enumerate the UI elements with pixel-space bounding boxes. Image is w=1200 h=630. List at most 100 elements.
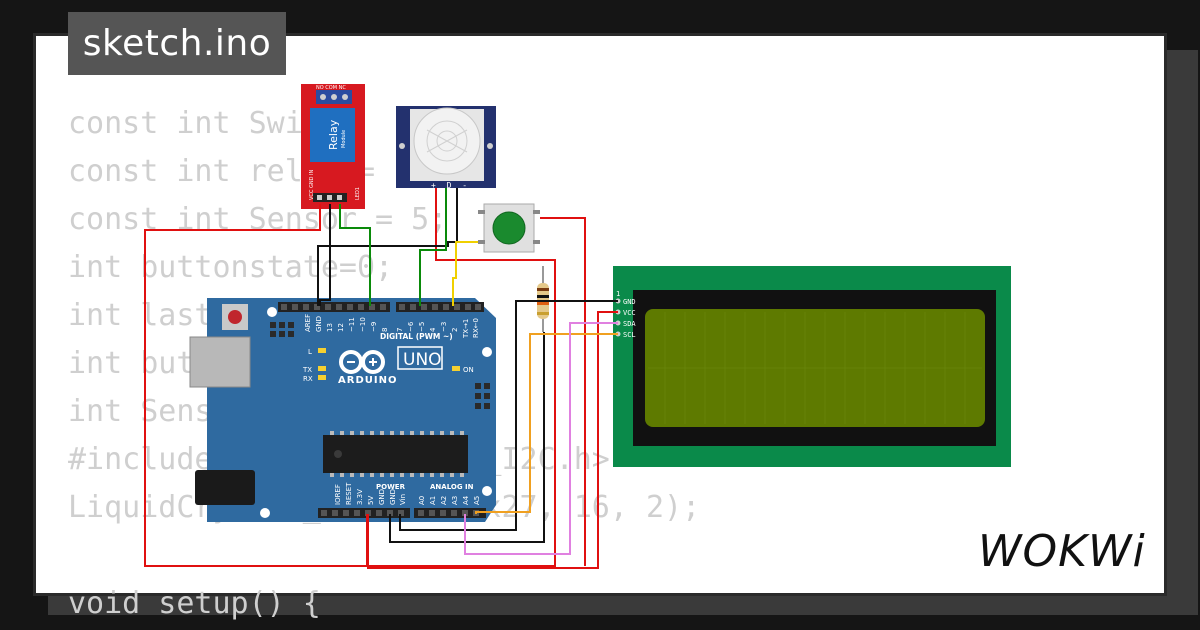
svg-text:~3: ~3 bbox=[440, 322, 448, 332]
svg-text:2: 2 bbox=[451, 328, 459, 332]
svg-text:12: 12 bbox=[337, 323, 345, 332]
pir-sensor[interactable]: + D - bbox=[396, 106, 496, 190]
svg-text:4: 4 bbox=[429, 327, 437, 332]
svg-text:TX→1: TX→1 bbox=[462, 319, 470, 339]
svg-text:~11: ~11 bbox=[348, 317, 356, 332]
relay-top-pins: NO COM NC bbox=[316, 85, 346, 91]
svg-text:RX←0: RX←0 bbox=[472, 318, 480, 338]
led-l-label: L bbox=[308, 348, 312, 356]
svg-text:A1: A1 bbox=[429, 496, 437, 505]
wire-resistor-gnd[interactable] bbox=[389, 332, 545, 543]
analog-pin-labels: A0 A1 A2 A3 A4 A5 bbox=[418, 495, 481, 505]
wokwi-logo: WOKWi bbox=[978, 526, 1146, 577]
lcd-pin-vcc-label: VCC bbox=[623, 309, 636, 317]
analog-label: ANALOG IN bbox=[430, 483, 474, 491]
led-rx-label: RX bbox=[303, 375, 313, 383]
svg-text:~10: ~10 bbox=[359, 317, 367, 332]
relay-cube bbox=[310, 108, 355, 162]
power-jack bbox=[195, 470, 255, 505]
board-model: UNO bbox=[403, 350, 442, 370]
svg-text:~5: ~5 bbox=[418, 322, 426, 332]
board-brand: ARDUINO bbox=[338, 375, 397, 386]
svg-text:A0: A0 bbox=[418, 496, 426, 505]
resistor[interactable] bbox=[537, 266, 549, 332]
svg-text:13: 13 bbox=[326, 323, 334, 332]
mounting-hole bbox=[482, 347, 492, 357]
svg-text:7: 7 bbox=[396, 328, 404, 332]
led-tx bbox=[318, 366, 326, 371]
wire-button-signal[interactable] bbox=[452, 241, 478, 306]
svg-text:Vin: Vin bbox=[399, 494, 407, 505]
svg-text:5V: 5V bbox=[367, 496, 375, 505]
mounting-hole bbox=[267, 307, 277, 317]
reset-button-cap[interactable] bbox=[228, 310, 242, 324]
wires bbox=[144, 188, 618, 569]
lcd-display[interactable]: 1 GND VCC SDA SCL bbox=[613, 266, 1011, 467]
power-label: POWER bbox=[376, 483, 406, 491]
digital-header-pins bbox=[281, 304, 481, 310]
wire-pir-gnd[interactable] bbox=[317, 188, 458, 306]
svg-text:8: 8 bbox=[381, 328, 389, 332]
arduino-logo bbox=[339, 350, 385, 374]
svg-text:A2: A2 bbox=[440, 496, 448, 505]
pushbutton-cap[interactable] bbox=[492, 211, 526, 245]
relay-subtitle: Module bbox=[341, 130, 347, 148]
led-on-label: ON bbox=[463, 366, 474, 374]
led-l bbox=[318, 348, 326, 353]
wire-lcd-gnd[interactable] bbox=[399, 300, 618, 531]
svg-text:~9: ~9 bbox=[370, 322, 378, 332]
lcd-pin-sda-label: SDA bbox=[623, 320, 636, 328]
wire-scl[interactable] bbox=[475, 333, 618, 514]
pir-pin-labels: + D - bbox=[431, 181, 470, 190]
wire-relay-gnd[interactable] bbox=[319, 204, 331, 306]
analog-header bbox=[414, 508, 486, 518]
wire-sda[interactable] bbox=[464, 322, 618, 555]
svg-text:A4: A4 bbox=[462, 495, 470, 505]
chip-notch bbox=[334, 450, 342, 458]
power-pin-labels: IOREF RESET 3.3V 5V GND GND Vin bbox=[334, 482, 407, 505]
power-header bbox=[318, 508, 410, 518]
svg-text:3.3V: 3.3V bbox=[356, 489, 364, 505]
digital-header-b bbox=[396, 302, 484, 312]
led-on bbox=[452, 366, 460, 371]
lcd-pin1-label: 1 bbox=[616, 290, 620, 298]
relay-side-pins: VCC GND IN bbox=[309, 169, 315, 200]
uno-badge bbox=[397, 346, 443, 370]
chip-legs bbox=[330, 431, 464, 477]
pushbutton[interactable] bbox=[478, 203, 540, 253]
wire-lcd-vcc[interactable] bbox=[367, 311, 618, 569]
relay-module[interactable]: NO COM NC Relay Module VCC GND IN LED1 bbox=[301, 84, 365, 209]
wire-pir-out[interactable] bbox=[419, 188, 447, 306]
svg-text:A5: A5 bbox=[473, 496, 481, 505]
mounting-hole bbox=[260, 508, 270, 518]
icsp-header bbox=[270, 322, 490, 409]
svg-text:IOREF: IOREF bbox=[334, 484, 342, 505]
svg-text:~6: ~6 bbox=[407, 321, 415, 332]
svg-text:A3: A3 bbox=[451, 496, 459, 505]
code-line: void setup() { bbox=[68, 586, 321, 621]
relay-title: Relay bbox=[327, 119, 340, 150]
mounting-hole bbox=[482, 486, 492, 496]
atmega-chip bbox=[323, 435, 468, 473]
svg-text:GND: GND bbox=[389, 489, 397, 505]
svg-text:GND: GND bbox=[378, 489, 386, 505]
usb-connector bbox=[189, 336, 251, 388]
digital-label: DIGITAL (PWM ~) bbox=[380, 332, 453, 341]
code-line: int buttonstate=0; bbox=[68, 250, 394, 285]
file-tab[interactable]: sketch.ino bbox=[68, 12, 286, 75]
svg-text:RESET: RESET bbox=[345, 482, 353, 505]
relay-led-label: LED1 bbox=[355, 187, 361, 200]
digital-pin-labels: AREF GND 13 12 ~11 ~10 ~9 8 7 ~6 ~5 4 ~3… bbox=[304, 314, 480, 339]
lcd-pin-scl-label: SCL bbox=[623, 331, 636, 339]
wire-relay-in[interactable] bbox=[339, 204, 371, 306]
led-rx bbox=[318, 375, 326, 380]
wire-button-vcc[interactable] bbox=[540, 217, 586, 566]
svg-text:GND: GND bbox=[315, 316, 323, 332]
digital-header-a bbox=[278, 302, 390, 312]
lcd-pin-gnd-label: GND bbox=[623, 298, 636, 306]
led-tx-label: TX bbox=[302, 366, 312, 374]
svg-text:AREF: AREF bbox=[304, 314, 312, 332]
arduino-uno-board[interactable]: AREF GND 13 12 ~11 ~10 ~9 8 7 ~6 ~5 4 ~3… bbox=[189, 298, 496, 522]
wire-pir-vcc[interactable] bbox=[368, 188, 556, 567]
